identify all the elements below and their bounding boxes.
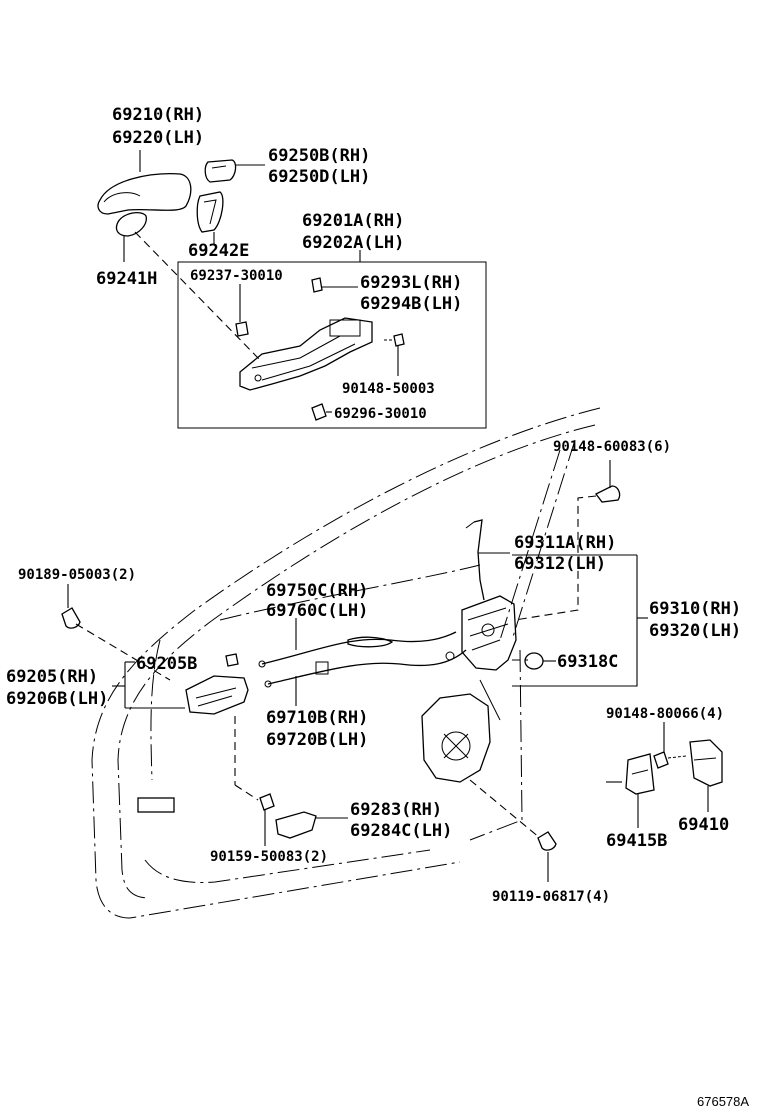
inner-screw-icon (259, 793, 275, 811)
svg-text:69202A(LH): 69202A(LH) (302, 233, 404, 253)
inner-handle (185, 675, 249, 715)
svg-text:69710B(RH): 69710B(RH) (266, 708, 368, 728)
grommet (524, 652, 544, 670)
label-striker-cover: 69415B (606, 831, 667, 851)
svg-text:69250B(RH): 69250B(RH) (268, 146, 370, 166)
svg-text:69250D(LH): 69250D(LH) (268, 167, 370, 187)
frame-assembly (239, 317, 373, 391)
striker-plate (689, 739, 723, 787)
svg-text:69205(RH): 69205(RH) (6, 667, 98, 687)
label-outer-pad: 69241H (96, 269, 157, 289)
svg-text:69294B(LH): 69294B(LH) (360, 294, 462, 314)
svg-text:69311A(RH): 69311A(RH) (514, 533, 616, 553)
inner-handle-part (225, 653, 239, 667)
label-inner-handle: 69205(RH) 69206B(LH) (6, 667, 108, 709)
door-outline (91, 407, 601, 919)
cable-lower (264, 649, 467, 688)
label-striker-screw: 90148-80066(4) (606, 706, 724, 722)
label-frame-assy: 69201A(RH) 69202A(LH) (302, 211, 404, 253)
label-motor-bolt: 90119-06817(4) (492, 889, 610, 905)
label-inner-screw: 90159-50083(2) (210, 849, 328, 865)
svg-text:69720B(LH): 69720B(LH) (266, 730, 368, 750)
svg-text:69293L(RH): 69293L(RH) (360, 273, 462, 293)
frame-part-b (311, 277, 323, 293)
label-grommet: 69318C (557, 652, 618, 672)
label-rod: 69311A(RH) 69312(LH) (514, 533, 616, 574)
label-inner-handle-part: 69205B (136, 654, 197, 674)
svg-text:69750C(RH): 69750C(RH) (266, 581, 368, 601)
svg-text:69312(LH): 69312(LH) (514, 554, 606, 574)
label-lock-screw: 90148-60083(6) (553, 439, 671, 455)
lock-assembly (461, 595, 517, 671)
striker-screw-icon (653, 751, 687, 769)
label-cap-bezel: 69242E (188, 241, 249, 261)
frame-part-c (311, 403, 327, 421)
label-striker-plate: 69410 (678, 815, 729, 835)
svg-text:69210(RH): 69210(RH) (112, 105, 204, 125)
striker-cover (625, 753, 655, 795)
label-clip: 90189-05003(2) (18, 567, 136, 583)
cable-upper (258, 631, 457, 668)
svg-text:69760C(LH): 69760C(LH) (266, 601, 368, 621)
frame-part-a (235, 321, 249, 337)
svg-text:69320(LH): 69320(LH) (649, 621, 741, 641)
label-outer-handle: 69210(RH) 69220(LH) (112, 105, 204, 148)
svg-text:69206B(LH): 69206B(LH) (6, 689, 108, 709)
outer-pad (115, 211, 147, 237)
svg-text:69283(RH): 69283(RH) (350, 800, 442, 820)
bezel-cover (275, 811, 317, 839)
label-lock-assy: 69310(RH) 69320(LH) (649, 599, 741, 641)
label-cable-upper: 69750C(RH) 69760C(LH) (266, 581, 368, 621)
actuator-rod (465, 519, 485, 601)
label-frame-screw: 90148-50003 (342, 381, 435, 397)
diagram-id: 676578A (697, 1094, 749, 1109)
cap-bezel (196, 191, 224, 233)
svg-text:69220(LH): 69220(LH) (112, 128, 204, 148)
lock-motor (421, 679, 501, 783)
svg-text:69284C(LH): 69284C(LH) (350, 821, 452, 841)
frame-screw-icon (384, 333, 405, 347)
label-frame-part-a: 69237-30010 (190, 268, 283, 284)
frame-assembly-box (177, 261, 487, 429)
clip-icon (61, 607, 81, 629)
motor-bolt-icon (537, 831, 557, 851)
label-bezel: 69283(RH) 69284C(LH) (350, 800, 452, 841)
outer-handle (97, 173, 192, 215)
lock-screw-icon (595, 485, 621, 503)
svg-text:69201A(RH): 69201A(RH) (302, 211, 404, 231)
svg-text:69310(RH): 69310(RH) (649, 599, 741, 619)
label-frame-part-c: 69296-30010 (334, 406, 427, 422)
label-cable-lower: 69710B(RH) 69720B(LH) (266, 708, 368, 750)
handle-cap (204, 159, 237, 183)
label-handle-cap: 69250B(RH) 69250D(LH) (268, 146, 370, 187)
label-frame-part-b: 69293L(RH) 69294B(LH) (360, 273, 462, 314)
